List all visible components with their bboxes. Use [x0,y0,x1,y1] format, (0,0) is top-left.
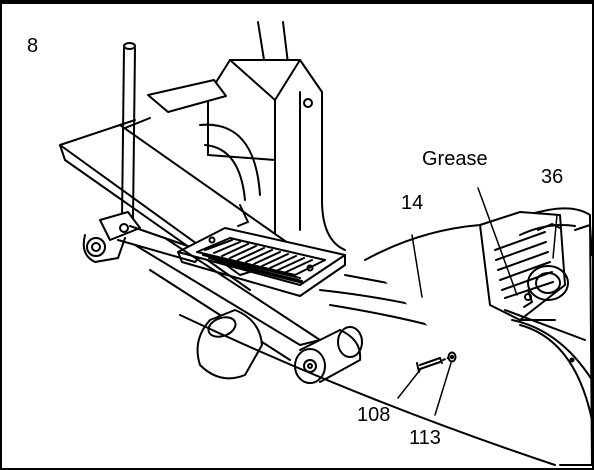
callout-part-14: 14 [401,192,424,214]
leader-108 [397,369,421,399]
callout-part-113: 113 [409,427,441,449]
right-pivot [294,326,363,384]
callout-part-108: 108 [357,404,391,426]
lower-roller [196,309,263,380]
washer-113 [447,351,457,363]
step-number: 8 [27,35,39,57]
leader-113 [434,362,452,416]
callout-part-36: 36 [541,166,564,188]
right-pedal [177,227,346,297]
upright-frame [207,59,346,251]
handlebar-post [121,42,136,221]
leader-lines [397,187,558,416]
bolt-108 [416,357,449,373]
leader-14 [411,234,423,298]
callout-grease: Grease [422,148,488,170]
leader-grease [477,187,518,296]
frame-base-rail [179,309,586,466]
flywheel-shroud [364,207,593,466]
leader-36 [552,214,558,259]
